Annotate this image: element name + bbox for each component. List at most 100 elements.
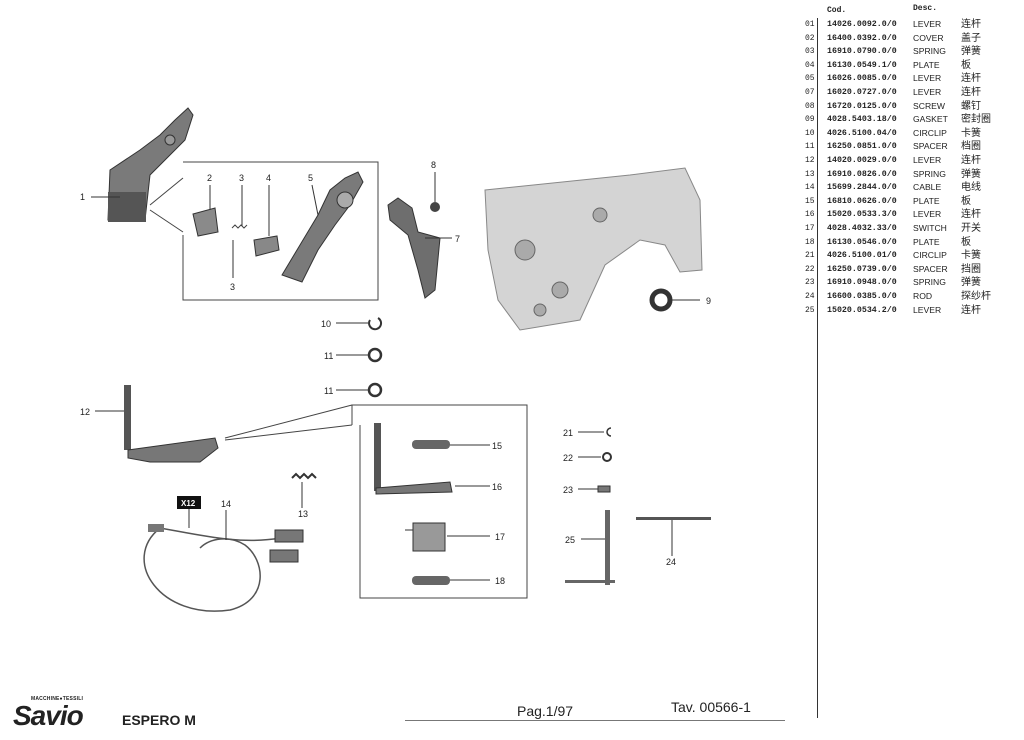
header-desc: Desc. — [913, 4, 938, 13]
part-lever-5 — [281, 171, 364, 283]
part-description: ROD — [913, 291, 933, 301]
part-spring-3 — [231, 224, 248, 229]
part-code: 16026.0085.0/0 — [827, 74, 897, 84]
part-description: SPRING — [913, 46, 946, 57]
housing-casting — [484, 167, 703, 331]
part-spring-13 — [291, 472, 317, 480]
part-code: 4028.5403.18/0 — [827, 115, 897, 125]
callout-1: 1 — [80, 192, 85, 202]
part-code: 15020.0533.3/0 — [827, 210, 897, 220]
part-code: 16910.0790.0/0 — [827, 47, 897, 57]
part-description-cn: 卡簧 — [961, 250, 981, 262]
part-description: LEVER — [913, 73, 942, 84]
part-description-cn: 连杆 — [961, 155, 981, 166]
part-spacer-22 — [602, 452, 612, 462]
part-code: 15699.2844.0/0 — [827, 183, 897, 193]
callout-9: 9 — [706, 296, 711, 306]
part-code: 14026.0092.0/0 — [827, 20, 897, 29]
row-number: 25 — [805, 305, 815, 315]
part-description: SPACER — [913, 141, 948, 152]
callout-25: 25 — [565, 535, 575, 545]
group-frame-lower — [351, 404, 528, 599]
part-description: CABLE — [913, 182, 942, 193]
table-divider — [817, 18, 818, 718]
logo-subtitle: MACCHINE●TESSILI — [31, 696, 84, 702]
callout-2: 2 — [207, 173, 212, 183]
row-number: 05 — [805, 74, 815, 84]
part-code: 16130.0549.1/0 — [827, 60, 897, 70]
row-number: 23 — [805, 278, 815, 288]
row-number: 17 — [805, 224, 815, 233]
part-description-cn: 连杆 — [961, 73, 981, 85]
row-number: 18 — [805, 237, 815, 247]
part-description-cn: 弹簧 — [961, 168, 981, 180]
row-number: 12 — [805, 156, 815, 165]
part-circlip-21 — [606, 427, 612, 437]
part-description: SPRING — [913, 277, 946, 288]
part-description-cn: 弹簧 — [961, 277, 981, 289]
part-switch-17 — [405, 522, 446, 552]
part-description-cn: 档圈 — [961, 141, 981, 153]
part-description-cn: 板 — [961, 195, 971, 207]
model-name: ESPERO M — [122, 712, 196, 728]
callout-21: 21 — [563, 428, 573, 438]
part-lever-16 — [374, 423, 453, 495]
part-lever-25 — [565, 510, 615, 585]
part-description-cn: 螺钉 — [961, 100, 981, 112]
part-description: SWITCH — [913, 223, 947, 233]
part-description: LEVER — [913, 304, 942, 315]
callout-3-bottom: 3 — [230, 282, 235, 292]
part-spacer-11a — [367, 347, 383, 363]
callout-7: 7 — [455, 234, 460, 244]
row-number: 09 — [805, 115, 815, 125]
row-number: 11 — [805, 142, 815, 152]
part-code: 4028.4032.33/0 — [827, 224, 897, 233]
part-gasket-9 — [649, 288, 673, 312]
part-plate-4 — [253, 235, 280, 257]
part-description-cn: 弹簧 — [961, 46, 981, 58]
callout-11-a: 11 — [324, 351, 333, 361]
row-number: 07 — [805, 88, 815, 97]
part-description: SCREW — [913, 100, 945, 111]
part-description: LEVER — [913, 87, 942, 97]
part-description: PLATE — [913, 236, 940, 247]
callout-13: 13 — [298, 509, 308, 519]
callout-23: 23 — [563, 485, 573, 495]
part-description: GASKET — [913, 114, 948, 125]
part-description: SPRING — [913, 168, 946, 179]
part-description-cn: 挡圈 — [961, 263, 981, 275]
part-description: CIRCLIP — [913, 127, 947, 138]
part-cable-14 — [143, 524, 304, 612]
part-plate-15 — [412, 440, 450, 449]
part-lever-7 — [387, 197, 441, 299]
part-code: 16720.0125.0/0 — [827, 101, 897, 111]
part-description: LEVER — [913, 155, 942, 165]
part-description-cn: 电线 — [961, 182, 981, 194]
part-spacer-11b — [367, 382, 383, 398]
callout-15: 15 — [492, 441, 502, 451]
part-code: 16910.0948.0/0 — [827, 278, 897, 288]
row-number: 22 — [805, 264, 815, 274]
part-description-cn: 板 — [961, 59, 971, 71]
part-description-cn: 连杆 — [961, 304, 981, 316]
row-number: 08 — [805, 101, 815, 111]
row-number: 13 — [805, 169, 815, 179]
callout-17: 17 — [495, 532, 505, 542]
callout-12: 12 — [80, 407, 90, 417]
part-description-cn: 连杆 — [961, 19, 981, 30]
logo-wordmark: Savio — [13, 700, 84, 731]
part-cover-2 — [192, 207, 219, 237]
footer-rule — [405, 720, 785, 721]
page-number: Pag.1/97 — [517, 703, 574, 719]
part-description-cn: 探纱杆 — [961, 291, 991, 302]
row-number: 16 — [805, 210, 815, 220]
x12-label: X12 — [181, 499, 196, 508]
callout-10: 10 — [321, 319, 331, 329]
row-number: 14 — [805, 183, 815, 193]
x12-label-box — [177, 496, 201, 509]
row-number: 04 — [805, 60, 815, 70]
row-number: 21 — [805, 251, 815, 261]
part-code: 14020.0029.0/0 — [827, 156, 897, 165]
part-description: SPACER — [913, 263, 948, 274]
group-frame-upper — [182, 161, 379, 301]
